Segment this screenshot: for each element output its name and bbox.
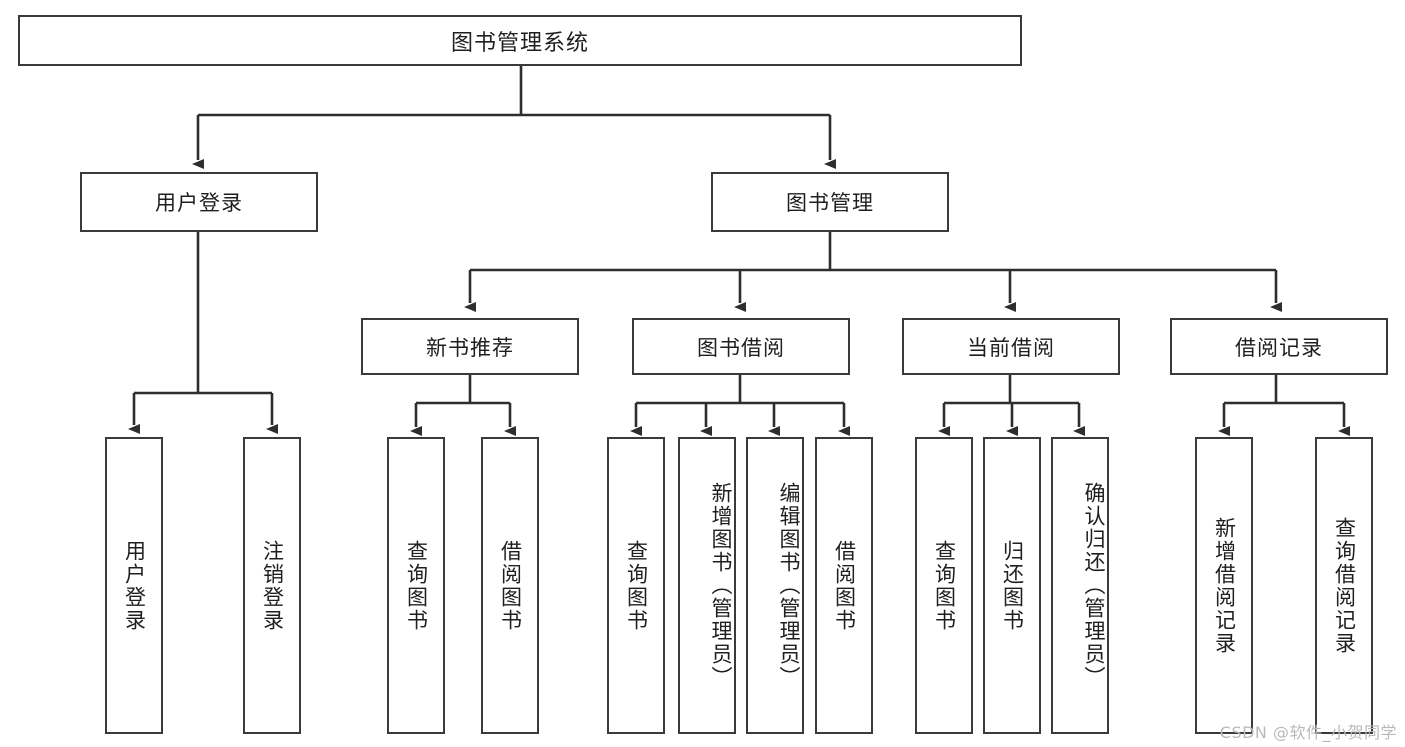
leaf-return-book[interactable]: 归还图书	[983, 437, 1041, 734]
node-label: 查询图书	[404, 539, 429, 632]
leaf-confirm-return[interactable]: 确认归还（管理员）	[1051, 437, 1109, 734]
leaf-edit-book[interactable]: 编辑图书（管理员）	[746, 437, 804, 734]
leaf-query-book-new[interactable]: 查询图书	[387, 437, 445, 734]
leaf-add-book[interactable]: 新增图书（管理员）	[678, 437, 736, 734]
leaf-logout-login[interactable]: 注销登录	[243, 437, 301, 734]
leaf-borrow-book-new[interactable]: 借阅图书	[481, 437, 539, 734]
leaf-add-borrow-record[interactable]: 新增借阅记录	[1195, 437, 1253, 734]
node-label: 确认归还（管理员）	[1082, 482, 1106, 689]
node-label: 新书推荐	[426, 335, 514, 360]
node-label: 查询借阅记录	[1332, 516, 1357, 655]
node-label: 图书管理	[786, 191, 874, 215]
leaf-borrow-book[interactable]: 借阅图书	[815, 437, 873, 734]
node-label: 借阅图书	[498, 539, 523, 632]
node-borrow-record[interactable]: 借阅记录	[1170, 318, 1388, 375]
node-book-borrow[interactable]: 图书借阅	[632, 318, 850, 375]
node-user-login[interactable]: 用户登录	[80, 172, 318, 232]
node-label: 图书借阅	[697, 335, 785, 360]
node-label: 图书管理系统	[450, 30, 589, 56]
node-label: 借阅图书	[832, 539, 857, 632]
node-book-management[interactable]: 图书管理	[711, 172, 949, 232]
watermark: CSDN @软件_小贺同学	[1219, 723, 1397, 742]
node-label: 借阅记录	[1235, 335, 1323, 360]
node-label: 新增图书（管理员）	[709, 482, 733, 689]
node-label: 查询图书	[624, 539, 649, 632]
node-label: 编辑图书（管理员）	[777, 482, 801, 689]
node-label: 新增借阅记录	[1212, 516, 1237, 655]
node-current-borrow[interactable]: 当前借阅	[902, 318, 1120, 375]
node-new-book-recommend[interactable]: 新书推荐	[361, 318, 579, 375]
node-label: 查询图书	[932, 539, 957, 632]
node-label: 当前借阅	[967, 335, 1055, 360]
leaf-query-book-current[interactable]: 查询图书	[915, 437, 973, 734]
node-label: 归还图书	[1000, 539, 1025, 632]
node-root-system[interactable]: 图书管理系统	[18, 15, 1022, 66]
node-label: 用户登录	[122, 539, 147, 632]
leaf-query-book-borrow[interactable]: 查询图书	[607, 437, 665, 734]
leaf-query-borrow-record[interactable]: 查询借阅记录	[1315, 437, 1373, 734]
node-label: 用户登录	[155, 191, 243, 215]
node-label: 注销登录	[260, 539, 285, 632]
leaf-user-login[interactable]: 用户登录	[105, 437, 163, 734]
